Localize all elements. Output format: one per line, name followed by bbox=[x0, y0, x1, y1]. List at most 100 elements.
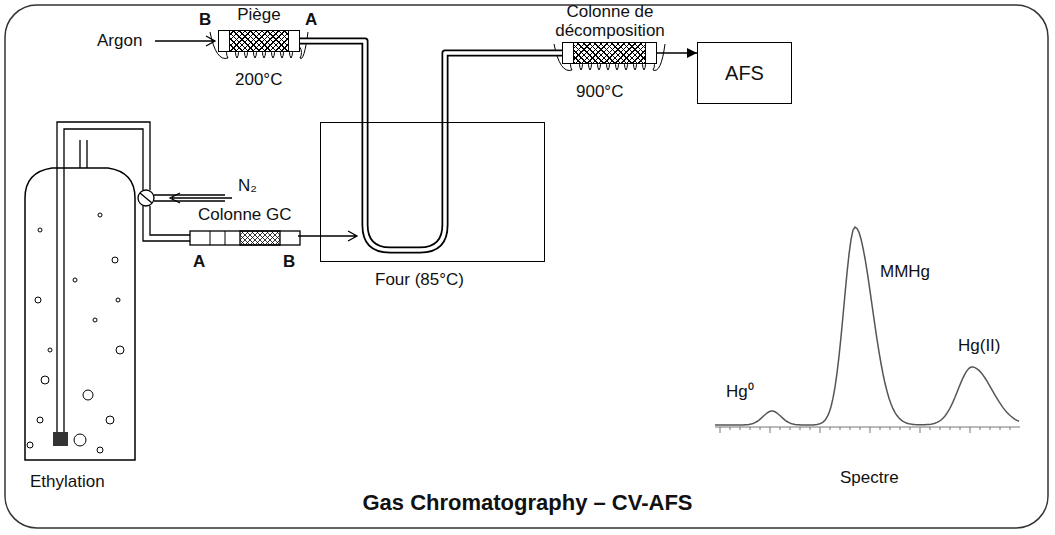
chromatogram-trace bbox=[715, 227, 1019, 425]
axis-tick bbox=[1000, 427, 1001, 430]
axis-tick bbox=[950, 427, 951, 430]
trap-packing bbox=[240, 231, 280, 245]
tube-bore bbox=[445, 53, 562, 122]
oven-body bbox=[320, 122, 545, 262]
bubble bbox=[41, 376, 49, 384]
node-label: 200°C bbox=[235, 70, 282, 89]
axis-tick bbox=[940, 427, 941, 430]
end-letter: B bbox=[199, 10, 211, 29]
arrow-connector bbox=[657, 48, 697, 58]
axis-tick bbox=[770, 427, 771, 433]
axis-tick bbox=[790, 427, 791, 430]
bubble bbox=[35, 297, 41, 303]
argon-arrow bbox=[155, 36, 215, 46]
axis-tick bbox=[890, 427, 891, 430]
axis-tick bbox=[840, 427, 841, 430]
axis-tick bbox=[720, 427, 721, 433]
axis-tick bbox=[900, 427, 901, 430]
bubble bbox=[93, 318, 97, 322]
node-label: Four (85°C) bbox=[375, 270, 464, 289]
node-label: Colonne de décomposition bbox=[540, 2, 680, 40]
tube-wall bbox=[445, 53, 562, 122]
bubble bbox=[116, 298, 120, 302]
end-cap bbox=[645, 43, 656, 63]
arrow-head bbox=[687, 48, 697, 58]
chromatogram bbox=[715, 227, 1020, 433]
end-letter: A bbox=[193, 252, 205, 271]
axis-tick bbox=[760, 427, 761, 430]
frame bbox=[5, 5, 1048, 528]
baseline bbox=[715, 427, 1020, 428]
trap-segment bbox=[210, 231, 225, 245]
bubble bbox=[112, 257, 118, 263]
bubble bbox=[98, 213, 102, 217]
gas-label: Argon bbox=[97, 31, 142, 50]
n2-arrow bbox=[170, 193, 232, 203]
axis-tick bbox=[820, 427, 821, 433]
peak-label: Hg⁰ bbox=[726, 382, 754, 401]
part-label: Colonne GC bbox=[198, 205, 292, 224]
trap: Piège200°C bbox=[205, 0, 315, 95]
outlet-line bbox=[143, 206, 190, 241]
oven: Four (85°C) bbox=[320, 122, 545, 292]
ethylation-vessel: Ethylation bbox=[15, 120, 155, 500]
bubble bbox=[83, 390, 93, 400]
end-letter: A bbox=[305, 10, 317, 29]
end-letter: B bbox=[283, 252, 295, 271]
peak-label: MMHg bbox=[880, 262, 930, 281]
axis-tick bbox=[850, 427, 851, 430]
valve bbox=[138, 190, 154, 206]
afs-detector: AFS bbox=[697, 42, 792, 104]
bubble bbox=[106, 416, 114, 424]
axis-tick bbox=[870, 427, 871, 433]
bubble bbox=[97, 447, 103, 453]
axis-tick bbox=[910, 427, 911, 430]
axis-tick bbox=[800, 427, 801, 430]
diagram-title: Gas Chromatography – CV-AFS bbox=[0, 490, 1055, 516]
bubble bbox=[73, 278, 77, 282]
axis-tick bbox=[780, 427, 781, 430]
afs-detector-body: AFS bbox=[697, 42, 792, 104]
bubble bbox=[74, 434, 86, 446]
node-label: Ethylation bbox=[30, 472, 105, 491]
decomposition-column-body bbox=[562, 42, 657, 64]
bubble bbox=[37, 417, 43, 423]
axis-caption: Spectre bbox=[840, 468, 899, 487]
axis-tick bbox=[970, 427, 971, 433]
bubble bbox=[48, 348, 52, 352]
valve-handle bbox=[140, 193, 152, 203]
frit bbox=[53, 432, 68, 446]
bubbles bbox=[27, 213, 124, 453]
end-cap bbox=[219, 31, 230, 51]
sampling-trap bbox=[190, 231, 300, 245]
axis-tick bbox=[930, 427, 931, 430]
ethylation-bottle bbox=[25, 168, 135, 460]
outlet-tube bbox=[80, 140, 87, 168]
decomposition-column: Colonne de décomposition 900°C bbox=[540, 2, 680, 102]
axis-tick bbox=[880, 427, 881, 430]
tube-connector bbox=[300, 41, 365, 122]
bubble bbox=[27, 442, 33, 448]
end-cap bbox=[288, 31, 299, 51]
tube-connector bbox=[445, 53, 562, 122]
gc-column-bore bbox=[365, 122, 445, 250]
end-cap bbox=[563, 43, 574, 63]
axis-tick bbox=[860, 427, 861, 430]
axis-tick bbox=[1010, 427, 1011, 430]
tube-wall bbox=[300, 41, 365, 122]
node-label: 900°C bbox=[576, 82, 623, 101]
axis-tick bbox=[960, 427, 961, 430]
node-label: AFS bbox=[725, 61, 764, 85]
bubble bbox=[116, 346, 124, 354]
leader-arrow bbox=[298, 231, 357, 241]
gc-column bbox=[365, 122, 445, 250]
dip-tube bbox=[57, 122, 150, 440]
axis-tick bbox=[750, 427, 751, 430]
gas-label: N₂ bbox=[238, 176, 257, 195]
trap-body bbox=[218, 30, 300, 52]
tube-bore bbox=[300, 41, 365, 122]
axis-tick bbox=[740, 427, 741, 430]
axis-tick bbox=[990, 427, 991, 430]
axis-tick bbox=[980, 427, 981, 430]
